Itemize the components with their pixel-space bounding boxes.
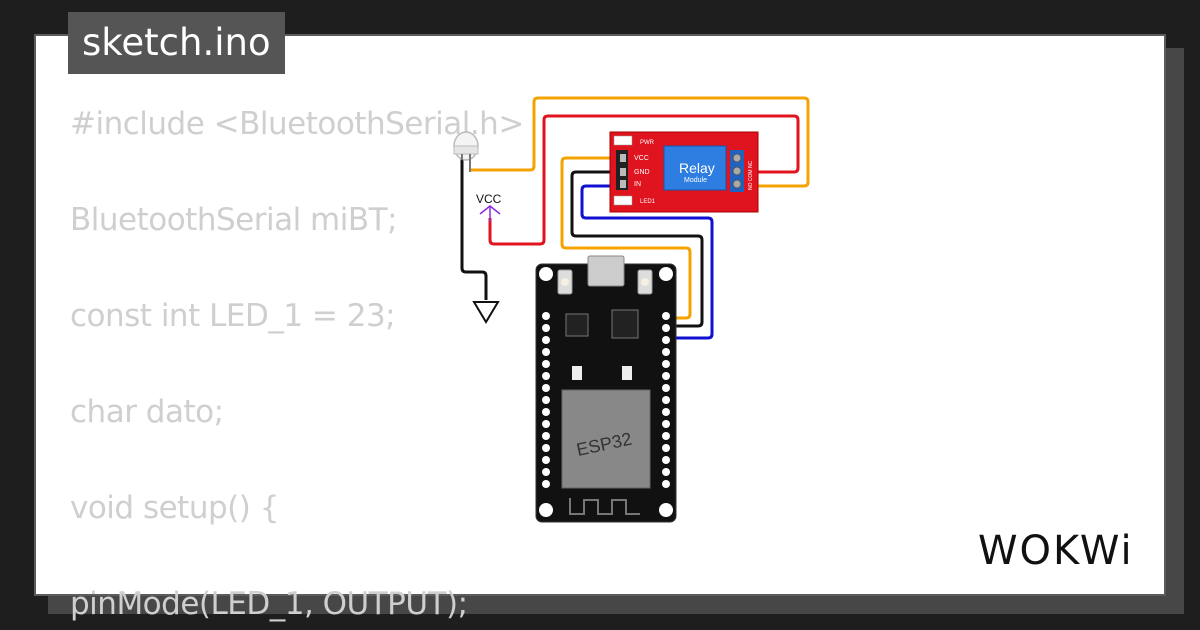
- wire-black-gnd: [570, 170, 704, 328]
- wire-blue-in: [580, 184, 714, 340]
- led-component: [453, 131, 479, 172]
- wire-black-led-gnd: [460, 156, 488, 300]
- code-line-2: BluetoothSerial miBT;: [70, 202, 398, 238]
- relay-led1-label: LED1: [640, 199, 656, 205]
- relay-pin-gnd-label: GND: [634, 169, 650, 176]
- wokwi-logo: WOKWi: [978, 528, 1134, 574]
- code-line-3: const int LED_1 = 23;: [70, 298, 396, 334]
- relay-terminal-labels: NO COM NC: [748, 160, 754, 190]
- relay-pin-in-label: IN: [634, 181, 641, 188]
- relay-subtitle: Module: [684, 177, 707, 184]
- file-tab[interactable]: sketch.ino: [68, 12, 285, 74]
- wire-orange-vcc: [560, 156, 692, 320]
- relay-module: PWR LED1 VCC GND IN Relay Module NO COM …: [609, 131, 759, 213]
- ground-symbol: [472, 301, 500, 324]
- wire-red-vcc: [488, 114, 800, 246]
- code-line-6: pinMode(LED_1, OUTPUT);: [70, 586, 468, 622]
- relay-pwr-label: PWR: [640, 140, 655, 146]
- code-line-1: #include <BluetoothSerial.h>: [70, 106, 524, 142]
- wire-orange-led: [470, 96, 810, 188]
- vcc-label: VCC: [476, 192, 502, 206]
- relay-pin-vcc-label: VCC: [634, 155, 649, 162]
- wokwi-logo-text: WOKWi: [978, 528, 1134, 574]
- vcc-symbol: VCC: [476, 192, 502, 222]
- code-line-4: char dato;: [70, 394, 224, 430]
- code-line-5: void setup() {: [70, 490, 279, 526]
- esp32-board: ESP32: [535, 255, 677, 523]
- relay-title: Relay: [679, 160, 715, 176]
